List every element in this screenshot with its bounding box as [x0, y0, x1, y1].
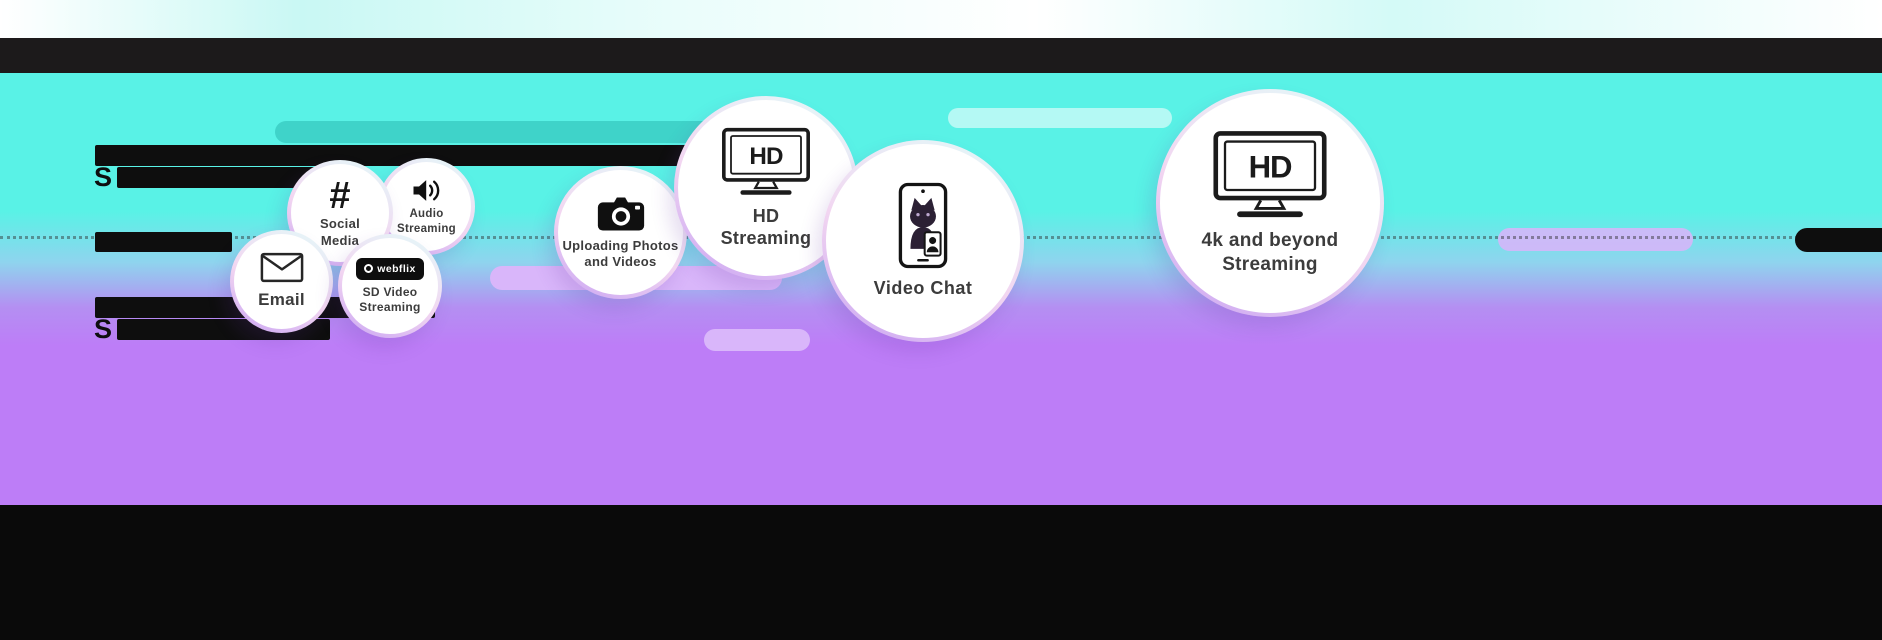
bubble-label: SD Video Streaming — [359, 284, 421, 314]
bubble-uploading-photos: Uploading Photos and Videos — [554, 166, 687, 299]
decorative-pill-lavender-2 — [704, 329, 810, 351]
hd-tv-icon: HD — [722, 127, 810, 195]
envelope-icon — [260, 253, 303, 283]
top-gradient-band — [0, 0, 1882, 38]
bubble-sd-video-streaming: webflix SD Video Streaming — [338, 234, 442, 338]
right-edge-black-pill — [1795, 228, 1882, 252]
bubble-video-chat: Video Chat — [822, 140, 1024, 342]
camera-icon — [597, 197, 644, 231]
bubble-hd-streaming: HD HD Streaming — [674, 96, 858, 280]
hashtag-icon: # — [329, 175, 351, 218]
redacted-text-prefix: S — [94, 314, 113, 344]
redacted-text-bar — [117, 167, 330, 188]
speaker-icon — [413, 180, 439, 201]
tv-screen-text: HD — [1249, 149, 1292, 184]
bubble-label: Uploading Photos and Videos — [562, 237, 679, 269]
bubble-label: 4k and beyond Streaming — [1201, 229, 1339, 275]
redacted-text-prefix: S — [94, 162, 113, 192]
decorative-pill-lavender-3 — [1498, 228, 1693, 251]
header-black-band — [0, 38, 1882, 73]
bubble-label: Audio Streaming — [397, 208, 456, 235]
bubble-label: Social Media — [319, 216, 361, 248]
redacted-text-bar — [95, 145, 717, 166]
redacted-text-bar — [95, 232, 232, 252]
decorative-pill-light — [948, 108, 1172, 128]
decorative-pill-teal — [275, 121, 755, 143]
bubble-label: Video Chat — [873, 278, 973, 299]
hd-tv-icon: HD — [1213, 130, 1327, 217]
webflix-dot-icon — [364, 264, 374, 273]
bubble-label: Email — [258, 290, 305, 310]
bubble-email: Email — [230, 230, 333, 333]
video-chat-phone-icon — [898, 183, 948, 269]
tv-screen-text: HD — [749, 142, 783, 169]
footer-black-band — [0, 505, 1882, 640]
bubble-4k-streaming: HD 4k and beyond Streaming — [1156, 89, 1384, 317]
bubble-audio-streaming: Audio Streaming — [378, 158, 475, 255]
webflix-logo-text: webflix — [377, 262, 416, 275]
webflix-logo: webflix — [356, 257, 424, 280]
bubble-label: HD Streaming — [720, 205, 812, 249]
